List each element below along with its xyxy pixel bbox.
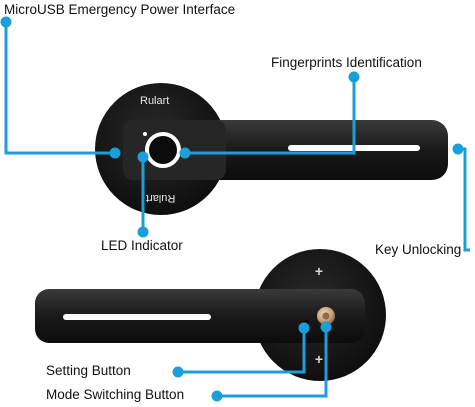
brand-bottom: Rulart <box>146 192 176 204</box>
led-dot <box>143 132 147 136</box>
callout-lines <box>0 16 470 402</box>
bottom-lock: + + <box>35 249 386 381</box>
brand-top: Rulart <box>140 95 170 107</box>
plus-icon-top: + <box>315 263 323 279</box>
label-led-indicator: LED Indicator <box>101 238 183 253</box>
label-key-unlocking: Key Unlocking <box>375 242 462 257</box>
label-microusb: MicroUSB Emergency Power Interface <box>4 2 236 17</box>
plus-icon-bottom: + <box>315 351 323 367</box>
fingerprint-sensor <box>145 132 181 168</box>
key-cylinder-core <box>322 312 330 320</box>
bottom-led-strip <box>63 314 211 320</box>
label-fingerprints: Fingerprints Identification <box>271 55 422 70</box>
label-mode-switching: Mode Switching Button <box>46 387 185 402</box>
label-setting-button: Setting Button <box>46 363 131 378</box>
